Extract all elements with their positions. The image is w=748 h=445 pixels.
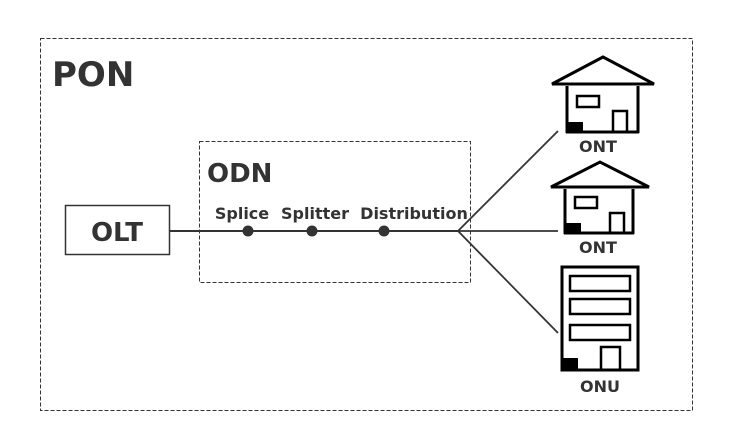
odn-point-splice: Splice <box>215 204 269 237</box>
olt-node[interactable]: OLT <box>64 204 171 256</box>
splitter-dot <box>306 225 318 237</box>
olt-label: OLT <box>91 218 143 248</box>
odn-boundary <box>199 141 471 283</box>
splice-label: Splice <box>215 204 269 223</box>
building-icon <box>560 265 640 372</box>
house-icon <box>550 160 650 235</box>
splice-dot <box>242 225 254 237</box>
distribution-label: Distribution <box>360 204 468 223</box>
distribution-dot <box>378 225 390 237</box>
olt-box <box>64 204 171 256</box>
odn-point-distribution: Distribution <box>360 204 468 237</box>
pon-title: PON <box>52 55 134 95</box>
house-icon <box>551 55 655 134</box>
onu-label: ONU <box>580 377 620 396</box>
splitter-label: Splitter <box>281 204 349 223</box>
branch-line-onu <box>457 230 559 334</box>
ont-node-1[interactable]: ONT <box>551 55 655 156</box>
branch-line-ont-1 <box>457 130 559 232</box>
odn-point-splitter: Splitter <box>281 204 349 237</box>
onu-node[interactable]: ONU <box>560 265 640 396</box>
ont-label-1: ONT <box>579 137 617 156</box>
odn-title: ODN <box>207 159 272 189</box>
ont-label-2: ONT <box>579 238 617 257</box>
ont-node-2[interactable]: ONT <box>550 160 650 257</box>
pon-boundary <box>40 38 693 411</box>
